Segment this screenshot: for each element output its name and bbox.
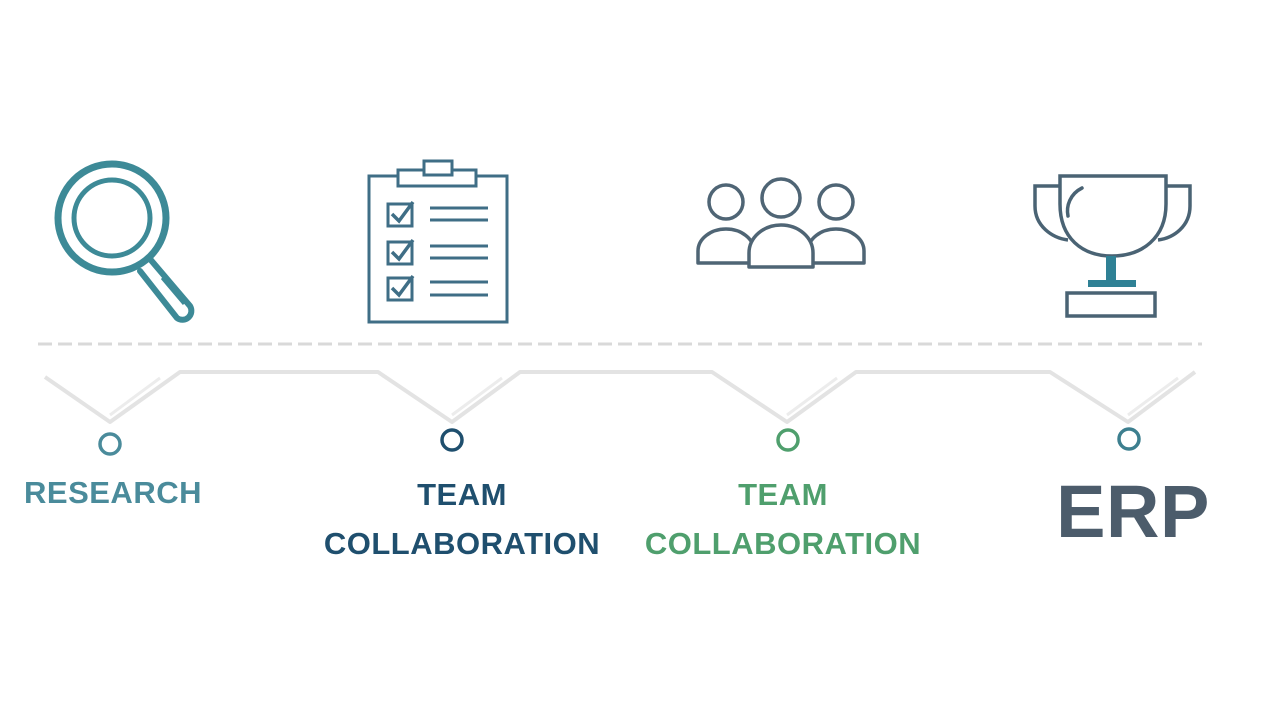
step-label-line: COLLABORATION — [323, 526, 601, 561]
step-label-research: RESEARCH — [10, 470, 216, 517]
milestone-dot — [1117, 427, 1141, 451]
milestone-dot — [440, 428, 464, 452]
milestone-dot — [98, 432, 122, 456]
magnifying-glass-icon — [50, 156, 210, 331]
step-label-team-collaboration: TEAM COLLABORATION — [630, 470, 936, 568]
timeline-zigzag-shadow — [109, 376, 161, 417]
step-label-line: TEAM — [738, 477, 828, 512]
step-label-team-collaboration: TEAM COLLABORATION — [300, 470, 624, 568]
team-people-icon — [694, 176, 869, 271]
checklist-clipboard-icon — [366, 158, 511, 326]
step-label-line: RESEARCH — [24, 475, 202, 510]
step-label-line: COLLABORATION — [644, 526, 922, 561]
step-label-erp: ERP — [1050, 470, 1216, 554]
timeline-zigzag-shadow — [451, 376, 503, 417]
timeline-zigzag-line — [43, 370, 1197, 424]
step-label-line: TEAM — [417, 477, 507, 512]
step-label-line: ERP — [1056, 470, 1210, 553]
timeline-zigzag-shadow — [1127, 376, 1179, 417]
milestone-dot — [776, 428, 800, 452]
timeline-zigzag-shadow — [786, 376, 838, 417]
trophy-icon — [1030, 170, 1195, 320]
